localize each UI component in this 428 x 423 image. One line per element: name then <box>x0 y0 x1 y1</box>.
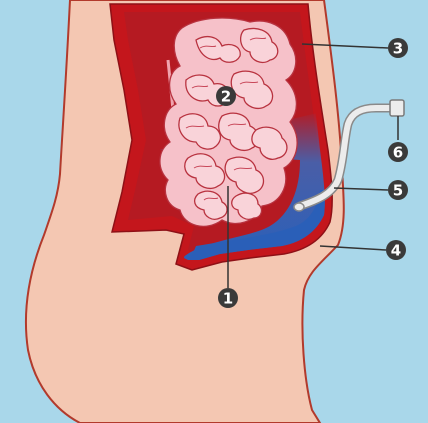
catheter-tip <box>294 203 304 211</box>
label-6: 6 <box>393 144 403 162</box>
label-2: 2 <box>221 88 231 106</box>
square-cap-icon <box>390 100 404 116</box>
label-3: 3 <box>393 40 403 58</box>
label-5: 5 <box>393 182 403 200</box>
label-badge-5: 5 <box>388 180 408 200</box>
label-badge-1: 1 <box>218 288 238 308</box>
label-badge-4: 4 <box>386 240 406 260</box>
label-badge-3: 3 <box>388 38 408 58</box>
label-badge-2: 2 <box>216 86 236 106</box>
label-1: 1 <box>223 290 233 308</box>
label-4: 4 <box>391 242 401 260</box>
label-badge-6: 6 <box>388 142 408 162</box>
